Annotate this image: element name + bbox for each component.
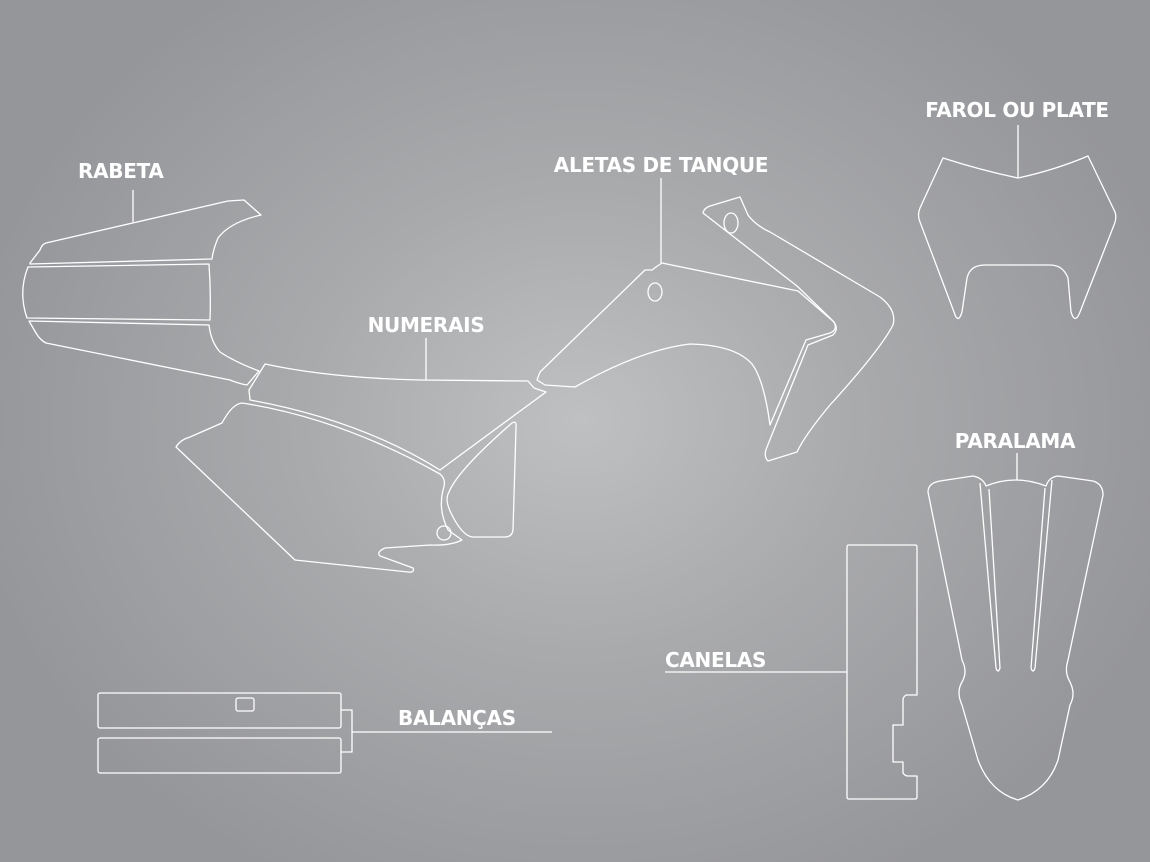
farol-part: [917, 155, 1117, 320]
canelas-part: [846, 544, 918, 800]
paralama-label: PARALAMA: [955, 429, 1076, 453]
balancas-part: [97, 692, 552, 774]
aletas-label: ALETAS DE TANQUE: [554, 153, 768, 177]
numerais-label: NUMERAIS: [368, 313, 485, 337]
aletas-part: [536, 196, 895, 462]
balancas-label: BALANÇAS: [398, 706, 516, 730]
numerais-part: [175, 363, 547, 573]
rabeta-part: [22, 199, 262, 386]
rabeta-label: RABETA: [78, 159, 164, 183]
farol-label: FAROL OU PLATE: [925, 98, 1109, 122]
paralama-part: [927, 475, 1104, 801]
canelas-label: CANELAS: [665, 648, 766, 672]
